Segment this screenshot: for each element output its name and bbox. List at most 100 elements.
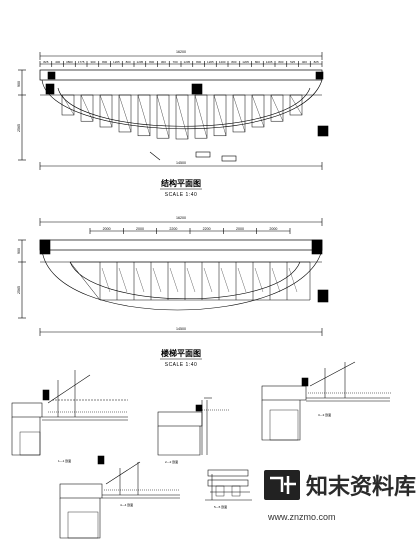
plan1-top-dim-label: 800 — [102, 60, 107, 64]
plan1-top-dim-label: 3800 — [66, 60, 73, 64]
plan2-tread-hatch — [169, 267, 179, 293]
detail-section-5 — [205, 469, 252, 501]
plan1-top-dim-label: 700 — [173, 60, 178, 64]
plan1-left-dim-label: 2565 — [17, 124, 21, 132]
plan1-top-dim-label: 800 — [278, 60, 283, 64]
plan1-stair-diagonal — [137, 94, 151, 136]
detail-caption: 2—2 剖面 — [165, 459, 178, 464]
plan1-top-dim-label: 825 — [43, 60, 48, 64]
plan1-column — [191, 83, 203, 95]
plan1-top-beam — [39, 69, 323, 81]
plan1-top-dim-label: 800 — [196, 60, 201, 64]
plan1-title: 结构平面图 — [161, 178, 201, 188]
plan1-scale: SCALE 1:40 — [165, 192, 198, 198]
plan1-top-dim-label: 1205 — [184, 60, 191, 64]
plan2-tread-hatch — [254, 267, 264, 293]
plan1-column — [315, 71, 324, 80]
plan2-top-dim-label: 2000 — [269, 227, 277, 231]
plan2-tread-hatch — [237, 267, 247, 293]
plan1-column — [45, 83, 55, 95]
plan2-tread-hatch — [118, 267, 128, 293]
plan1-top-dim-label: 1205 — [266, 60, 273, 64]
plan1-top-dim-label: 400 — [302, 60, 307, 64]
plan2-tread-hatch — [152, 267, 162, 293]
plan2-top-dim-label: 2000 — [103, 227, 111, 231]
plan1-top-dim-label: 825 — [314, 60, 319, 64]
watermark: 知末资料库 www.znzmo.com — [264, 470, 416, 522]
detail-caption: 4—4 剖面 — [120, 502, 133, 507]
plan1-stair-panel — [137, 94, 151, 137]
plan1-stair-diagonal — [61, 94, 75, 116]
plan2-tread-hatch — [288, 267, 298, 293]
plan2-top-dim-label: 2200 — [203, 227, 211, 231]
plan2-top-dim-labels: 2000 2000 2200 2200 2000 2000 — [103, 227, 278, 231]
plan2-column — [39, 239, 51, 255]
plan2-bottom-total-label: 14500 — [176, 327, 186, 331]
plan1-stair-diagonal — [232, 94, 246, 133]
detail-section-4 — [59, 455, 180, 539]
plan1-top-dim-label: 525 — [290, 60, 295, 64]
plan1-top-dim-label: 1205 — [137, 60, 144, 64]
plan2-scale: SCALE 1:40 — [165, 362, 198, 368]
plan2-column — [317, 289, 329, 303]
plan1-top-dim-label: 1205 — [207, 60, 214, 64]
plan1-callout — [195, 151, 211, 158]
stair-plan — [18, 218, 329, 336]
plan2-tread-hatch — [135, 267, 145, 293]
plan1-stair-diagonal — [156, 94, 170, 139]
plan2-title: 楼梯平面图 — [161, 348, 201, 358]
detail-section-1 — [11, 370, 128, 456]
plan1-stair-panel — [99, 94, 113, 128]
plan2-left-dim-label: 900 — [17, 248, 21, 254]
plan1-column — [317, 125, 329, 137]
plan1-stair-diagonal — [194, 94, 208, 139]
plan1-stair-panel — [175, 94, 189, 140]
plan1-top-dim-label: 300 — [161, 60, 166, 64]
plan1-top-dim-label: 1205 — [113, 60, 120, 64]
plan1-stair-panel — [80, 94, 94, 122]
plan1-stair-diagonal — [175, 94, 189, 140]
plan1-stair-diagonal — [80, 94, 94, 122]
plan1-stair-diagonal — [213, 94, 227, 136]
plan1-left-dim-label: 900 — [17, 81, 21, 87]
plan1-top-dim-label: 800 — [126, 60, 131, 64]
plan1-stair-diagonal — [99, 94, 113, 128]
plan1-top-dim-label: 800 — [149, 60, 154, 64]
plan1-stair-diagonal — [289, 94, 303, 116]
plan1-bottom-total-label: 14500 — [176, 161, 186, 165]
plan2-top-total-label: 16200 — [176, 216, 186, 220]
plan2-top-dim-label: 2000 — [136, 227, 144, 231]
plan2-tread-zone — [69, 261, 311, 301]
plan2-top-beam — [39, 239, 323, 251]
plan1-stair-panel — [289, 94, 303, 116]
detail-caption: 5—5 剖面 — [214, 504, 227, 509]
plan1-top-dim-label: 400 — [55, 60, 60, 64]
detail-caption: 3—3 剖面 — [318, 412, 331, 417]
plan2-tread-hatch — [203, 267, 213, 293]
watermark-url: www.znzmo.com — [267, 512, 336, 522]
plan1-top-dim-label: 800 — [231, 60, 236, 64]
plan2-top-dim-label: 2200 — [169, 227, 177, 231]
plan2-treads — [99, 262, 298, 300]
plan2-tread-hatch — [101, 267, 111, 293]
plan1-top-dim-label: 1205 — [242, 60, 249, 64]
plan1-stair-panel — [194, 94, 208, 139]
plan1-top-dim-label: 800 — [255, 60, 260, 64]
plan1-stair-panel — [156, 94, 170, 139]
plan1-stair-panel — [270, 94, 284, 122]
plan1-stair-panel — [232, 94, 246, 133]
plan1-stair-panel — [213, 94, 227, 137]
plan2-tread-hatch — [186, 267, 196, 293]
plan1-top-dim-label: 1200 — [219, 60, 226, 64]
plan2-column — [311, 239, 323, 255]
plan1-top-dim-label: 1775 — [78, 60, 85, 64]
plan1-callout — [221, 155, 237, 162]
plan1-stair-diagonal — [118, 94, 132, 133]
plan1-outer-arc — [41, 79, 323, 130]
plan1-stair-diagonal — [251, 94, 265, 128]
plan1-stair-diagonal — [270, 94, 284, 122]
plan1-stair-stringers — [61, 94, 303, 140]
plan2-top-dim-label: 2000 — [236, 227, 244, 231]
